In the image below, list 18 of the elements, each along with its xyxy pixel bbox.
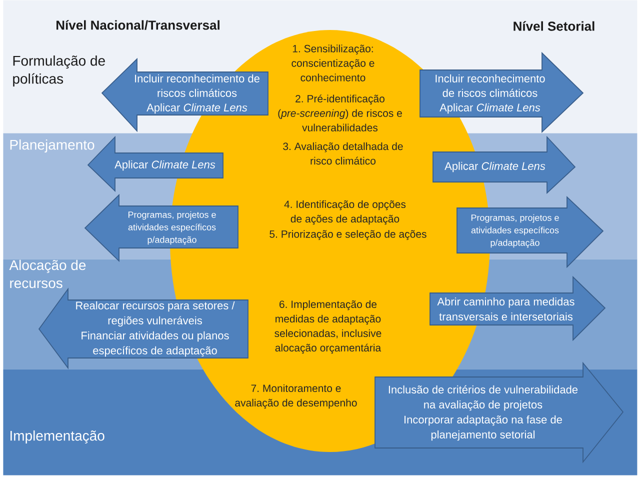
column-heading: Nível Nacional/Transversal: [56, 20, 220, 30]
stage-label: Alocação de recursos: [9, 260, 86, 288]
step-text: 1. Sensibilização: conscientização e conhecimento: [292, 44, 374, 82]
pointer-box: Programas, projetos e atividades específicos p/adaptação: [456, 196, 604, 268]
pointer-box: Inclusão de critérios de vulnerabilidade na avaliação de projetos Incorporar adaptação na fase de planejamento setorial: [374, 362, 624, 464]
pointer-box: Programas, projetos e atividades específicos p/adaptação: [84, 194, 238, 262]
step-text: 7. Monitoramento e avaliação de desempenho: [235, 384, 357, 409]
pointer-box: Incluir reconhecimento de riscos climáticos Aplicar Climate Lens: [420, 52, 584, 134]
stage-label: Implementação: [10, 430, 104, 444]
step-text: 2. Pré-identificação (pre-screening) de riscos e vulnerabilidades: [278, 94, 402, 132]
step-text: 3. Avaliação detalhada de risco climático: [283, 142, 403, 165]
pointer-box: Aplicar Climate Lens: [432, 136, 576, 194]
step-text: 6. Implementação de medidas de adaptação selecionadas, inclusive alocação orçamentária: [274, 300, 382, 354]
column-heading: Nível Setorial: [514, 21, 594, 31]
pointer-box: Abrir caminho para medidas transversais e intersetoriais: [430, 276, 606, 342]
step-text: 4. Identificação de opções de ações de adaptação: [284, 200, 406, 225]
pointer-box: Realocar recursos para setores / regiões vulneráveis Financiar atividades ou planos específicos de adaptação: [38, 288, 248, 370]
step-text: 5. Priorização e seleção de ações: [270, 230, 426, 240]
